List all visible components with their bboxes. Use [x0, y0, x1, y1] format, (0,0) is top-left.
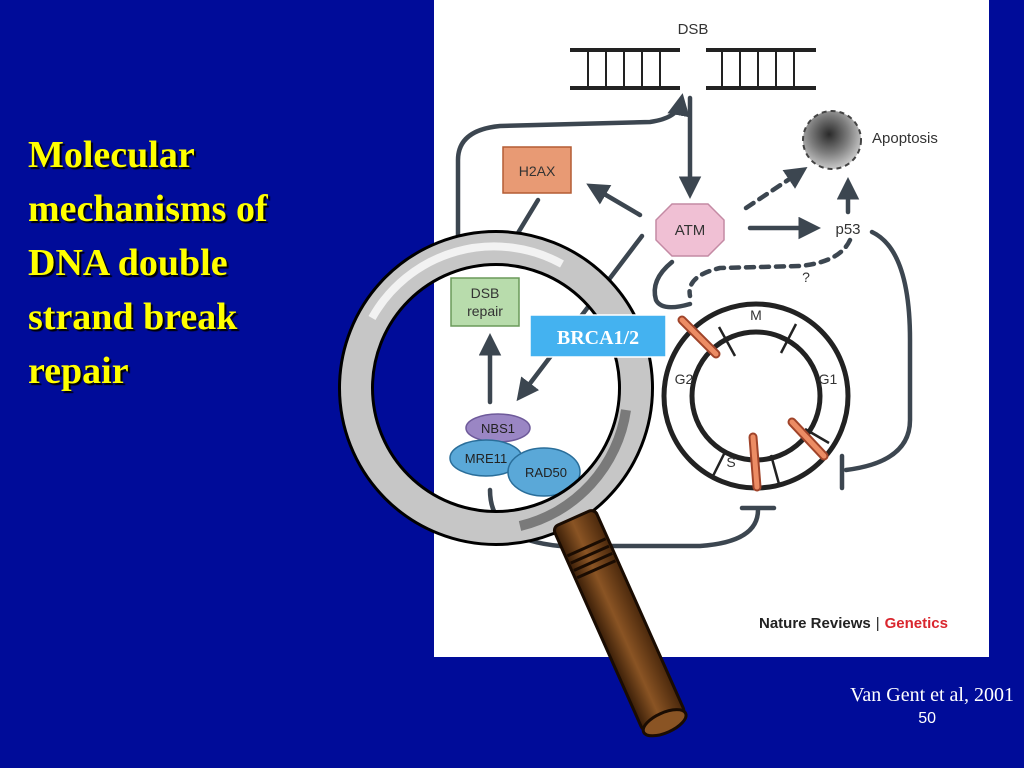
checkpoint-bar-s	[748, 432, 762, 492]
phase-m-label: M	[750, 307, 762, 323]
figure-panel	[434, 0, 989, 657]
apoptosis-cell-icon	[802, 110, 862, 170]
p53-label: p53	[835, 221, 860, 238]
apoptosis-label: Apoptosis	[872, 130, 938, 147]
dsb-dna-icon	[570, 48, 816, 90]
brca-label-box	[529, 314, 667, 358]
mre11-label: MRE11	[465, 451, 507, 466]
rad50-label: RAD50	[525, 465, 567, 480]
dsb-repair-label-line1: DSB	[471, 285, 500, 301]
journal-separator: |	[876, 615, 880, 632]
dsb-repair-label-line2: repair	[467, 303, 503, 319]
slide-title: Molecular mechanisms of DNA double stran…	[28, 134, 268, 392]
h2ax-box	[502, 146, 572, 194]
rad50-protein	[507, 447, 581, 497]
dsb-label: DSB	[678, 21, 709, 38]
journal-credit: Nature Reviews | Genetics	[759, 615, 948, 632]
atm-octagon	[655, 203, 725, 257]
journal-section: Genetics	[885, 615, 948, 632]
checkpoint-bar-g1s	[787, 417, 829, 461]
journal-name: Nature Reviews	[759, 615, 871, 632]
page-number: 50	[918, 710, 936, 727]
phase-g1-label: G1	[819, 371, 838, 387]
citation: Van Gent et al, 2001	[850, 684, 1014, 706]
p53-to-cycle-dashed	[687, 237, 853, 299]
magnifying-glass-icon	[338, 230, 688, 738]
atm-to-cycle-curve	[652, 259, 693, 310]
nbs1-label: NBS1	[481, 421, 515, 436]
repair-return-arrow	[455, 93, 690, 263]
checkpoint-bar-g2m	[677, 315, 721, 359]
question-label: ?	[802, 269, 810, 285]
atm-to-apoptosis-dashed-arrow	[743, 167, 808, 211]
phase-g2-label: G2	[675, 371, 694, 387]
phase-s-label: S	[726, 454, 735, 470]
h2ax-label: H2AX	[519, 163, 556, 179]
brca-label: BRCA1/2	[557, 327, 639, 349]
dsb-repair-box	[450, 277, 520, 327]
p53-inhibit-g1	[843, 229, 913, 473]
atm-to-h2ax-arrow	[586, 183, 643, 218]
atm-label: ATM	[675, 222, 706, 239]
